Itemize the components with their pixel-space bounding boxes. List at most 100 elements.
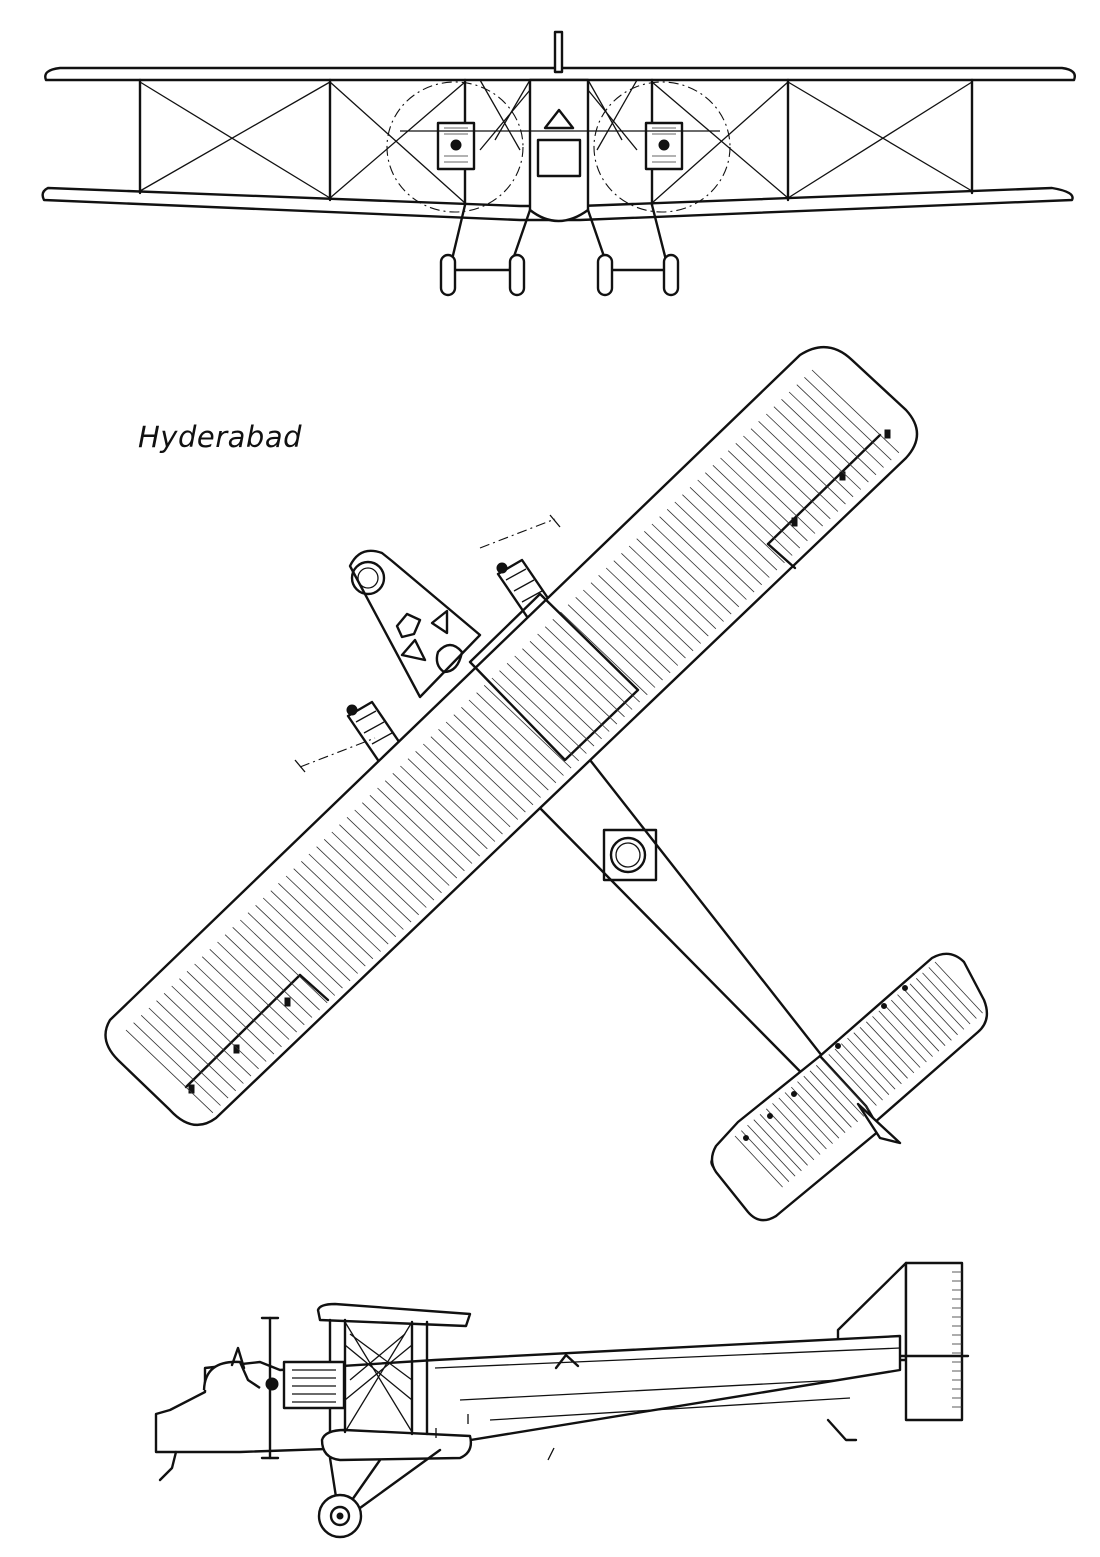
rib-line (240, 919, 328, 1004)
rib-line (529, 641, 618, 725)
rib-line (841, 1043, 890, 1095)
rib-line (741, 1130, 790, 1182)
rib-line (788, 391, 877, 476)
rib-line (339, 824, 427, 908)
rib-line (766, 413, 854, 498)
rib-line (377, 787, 465, 872)
rib-line (560, 611, 648, 696)
rib-line (270, 890, 358, 974)
rib-line (781, 399, 869, 483)
rib-line (811, 369, 900, 454)
rib-line (834, 1048, 883, 1101)
rib-line (323, 839, 412, 923)
rib-line (537, 633, 625, 718)
rib-line (438, 729, 526, 813)
rib-line (590, 582, 679, 666)
rib-line (928, 967, 977, 1019)
rib-line (766, 1108, 815, 1161)
rib-line (759, 1114, 808, 1166)
rib-line (476, 692, 564, 776)
rib-line (705, 472, 793, 556)
rib-line (809, 1070, 858, 1123)
rib-line (491, 677, 579, 762)
rib-line (866, 1021, 915, 1074)
rib-line (567, 604, 656, 688)
rib-line (697, 479, 785, 564)
rib-line (400, 765, 488, 850)
rib-line (331, 831, 419, 916)
rib-line (499, 670, 587, 754)
rib-line (847, 1037, 896, 1090)
rib-line (613, 560, 701, 644)
rib-line (362, 802, 450, 886)
rib-line (747, 1124, 796, 1177)
rib-line (621, 553, 709, 637)
rib-line (772, 1103, 821, 1155)
rib-line (734, 1135, 783, 1188)
rib-line (552, 619, 640, 703)
rib-line (674, 501, 762, 586)
rib-line (797, 1081, 846, 1133)
rib-line (453, 714, 541, 798)
rib-line (884, 1005, 933, 1057)
rib-line (853, 1032, 902, 1085)
rib-line (415, 751, 503, 835)
rib-line (644, 531, 732, 615)
rib-line (224, 934, 313, 1018)
rib-line (916, 978, 965, 1030)
rib-line (461, 707, 549, 791)
rib-line (171, 985, 259, 1070)
rib-line (659, 516, 747, 600)
rib-line (407, 758, 496, 842)
rib-line (743, 435, 831, 520)
front-view (41, 30, 1076, 297)
rib-line (247, 912, 336, 996)
rib-line (651, 523, 740, 608)
rib-line (753, 1119, 802, 1172)
rib-line (430, 736, 519, 820)
rib-line (483, 685, 572, 769)
rib-line (816, 1065, 865, 1117)
rib-line (179, 978, 267, 1062)
rib-line (712, 465, 801, 549)
rib-line (682, 494, 770, 578)
rib-line (522, 648, 610, 732)
aircraft-name-caption: Hyderabad (138, 420, 302, 454)
tail-rib-lines (734, 961, 983, 1188)
rib-line (278, 883, 366, 967)
rib-line (262, 897, 351, 982)
rib-line (605, 567, 694, 652)
rib-line (544, 626, 633, 710)
rib-line (293, 868, 381, 952)
rib-line (727, 450, 816, 534)
rib-line (346, 817, 435, 901)
rib-line (891, 999, 940, 1052)
rib-line (194, 963, 282, 1048)
rib-line (628, 545, 717, 630)
rib-line (934, 961, 983, 1014)
rib-line (285, 875, 374, 960)
rib-line (232, 927, 320, 1011)
rib-line (156, 1000, 244, 1084)
rib-line (822, 1059, 871, 1112)
rib-line (909, 983, 958, 1036)
rib-line (354, 809, 442, 894)
rib-line (301, 861, 389, 945)
rib-line (514, 655, 602, 740)
rib-line (897, 994, 946, 1046)
rib-line (316, 846, 404, 930)
rib-line (186, 971, 275, 1055)
rib-line (758, 421, 846, 505)
rib-line (796, 384, 884, 468)
rib-line (140, 1015, 229, 1099)
rib-line (666, 509, 755, 593)
rib-line (125, 1029, 214, 1114)
rib-line (148, 1007, 236, 1092)
rib-line (872, 1016, 921, 1068)
rib-line (735, 443, 823, 527)
rib-line (583, 589, 671, 674)
rib-line (369, 795, 458, 879)
